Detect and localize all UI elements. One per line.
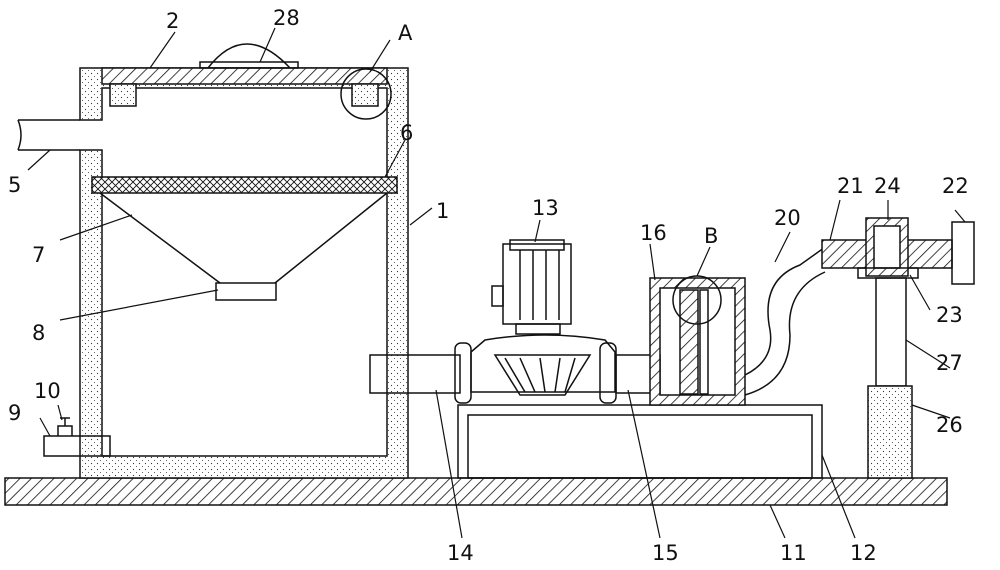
- label-10: 10: [34, 379, 61, 403]
- motor-cap: [509, 239, 565, 251]
- pipe-flange-left: [454, 342, 472, 404]
- tank-wall: [79, 67, 409, 479]
- filter-insert: [679, 289, 699, 395]
- label-2: 2: [166, 9, 179, 33]
- detail-circle-a: [340, 68, 392, 120]
- label-7: 7: [32, 243, 45, 267]
- leader-lines: [27, 27, 966, 539]
- label-13: 13: [532, 196, 559, 220]
- label-15: 15: [652, 541, 679, 565]
- pump-body: [470, 334, 616, 393]
- label-22: 22: [942, 174, 969, 198]
- label-b: B: [704, 224, 718, 248]
- label-9: 9: [8, 401, 21, 425]
- support-rod: [875, 277, 907, 387]
- label-24: 24: [874, 174, 901, 198]
- label-8: 8: [32, 321, 45, 345]
- ground-base: [4, 477, 948, 506]
- lid-handle: [207, 43, 291, 69]
- collector-box: [215, 282, 277, 301]
- suction-pipe: [369, 354, 461, 394]
- flexible-hose: [744, 244, 829, 396]
- label-11: 11: [780, 541, 807, 565]
- pump-stand-inner: [467, 414, 813, 479]
- nozzle-plate: [951, 221, 975, 285]
- lid-block-left: [109, 83, 137, 107]
- label-26: 26: [936, 413, 963, 437]
- label-20: 20: [774, 206, 801, 230]
- label-16: 16: [640, 221, 667, 245]
- label-12: 12: [850, 541, 877, 565]
- motor-body: [502, 243, 572, 325]
- filter-screen: [91, 176, 398, 194]
- pump-impeller: [493, 354, 592, 396]
- drain-pipe: [43, 435, 111, 457]
- connector-inner: [873, 225, 901, 269]
- label-1: 1: [436, 199, 449, 223]
- label-a: A: [398, 21, 413, 45]
- label-6: 6: [400, 121, 413, 145]
- filter-housing: [649, 277, 746, 406]
- label-14: 14: [447, 541, 474, 565]
- pump-stand: [457, 404, 823, 479]
- drain-valve: [57, 417, 73, 436]
- motor-box: [491, 285, 504, 307]
- lid-block-right: [351, 83, 379, 107]
- filter-rod: [699, 289, 709, 395]
- hopper-funnel: [99, 192, 388, 284]
- label-27: 27: [936, 351, 963, 375]
- handle-base: [199, 61, 299, 69]
- label-5: 5: [8, 173, 21, 197]
- label-23: 23: [936, 303, 963, 327]
- label-28: 28: [273, 6, 300, 30]
- support-base: [867, 385, 913, 479]
- pipe-flange-right: [599, 342, 617, 404]
- label-21: 21: [837, 174, 864, 198]
- motor-fins: [519, 250, 560, 320]
- inlet-pipe: [17, 119, 80, 151]
- motor-mount: [515, 323, 561, 335]
